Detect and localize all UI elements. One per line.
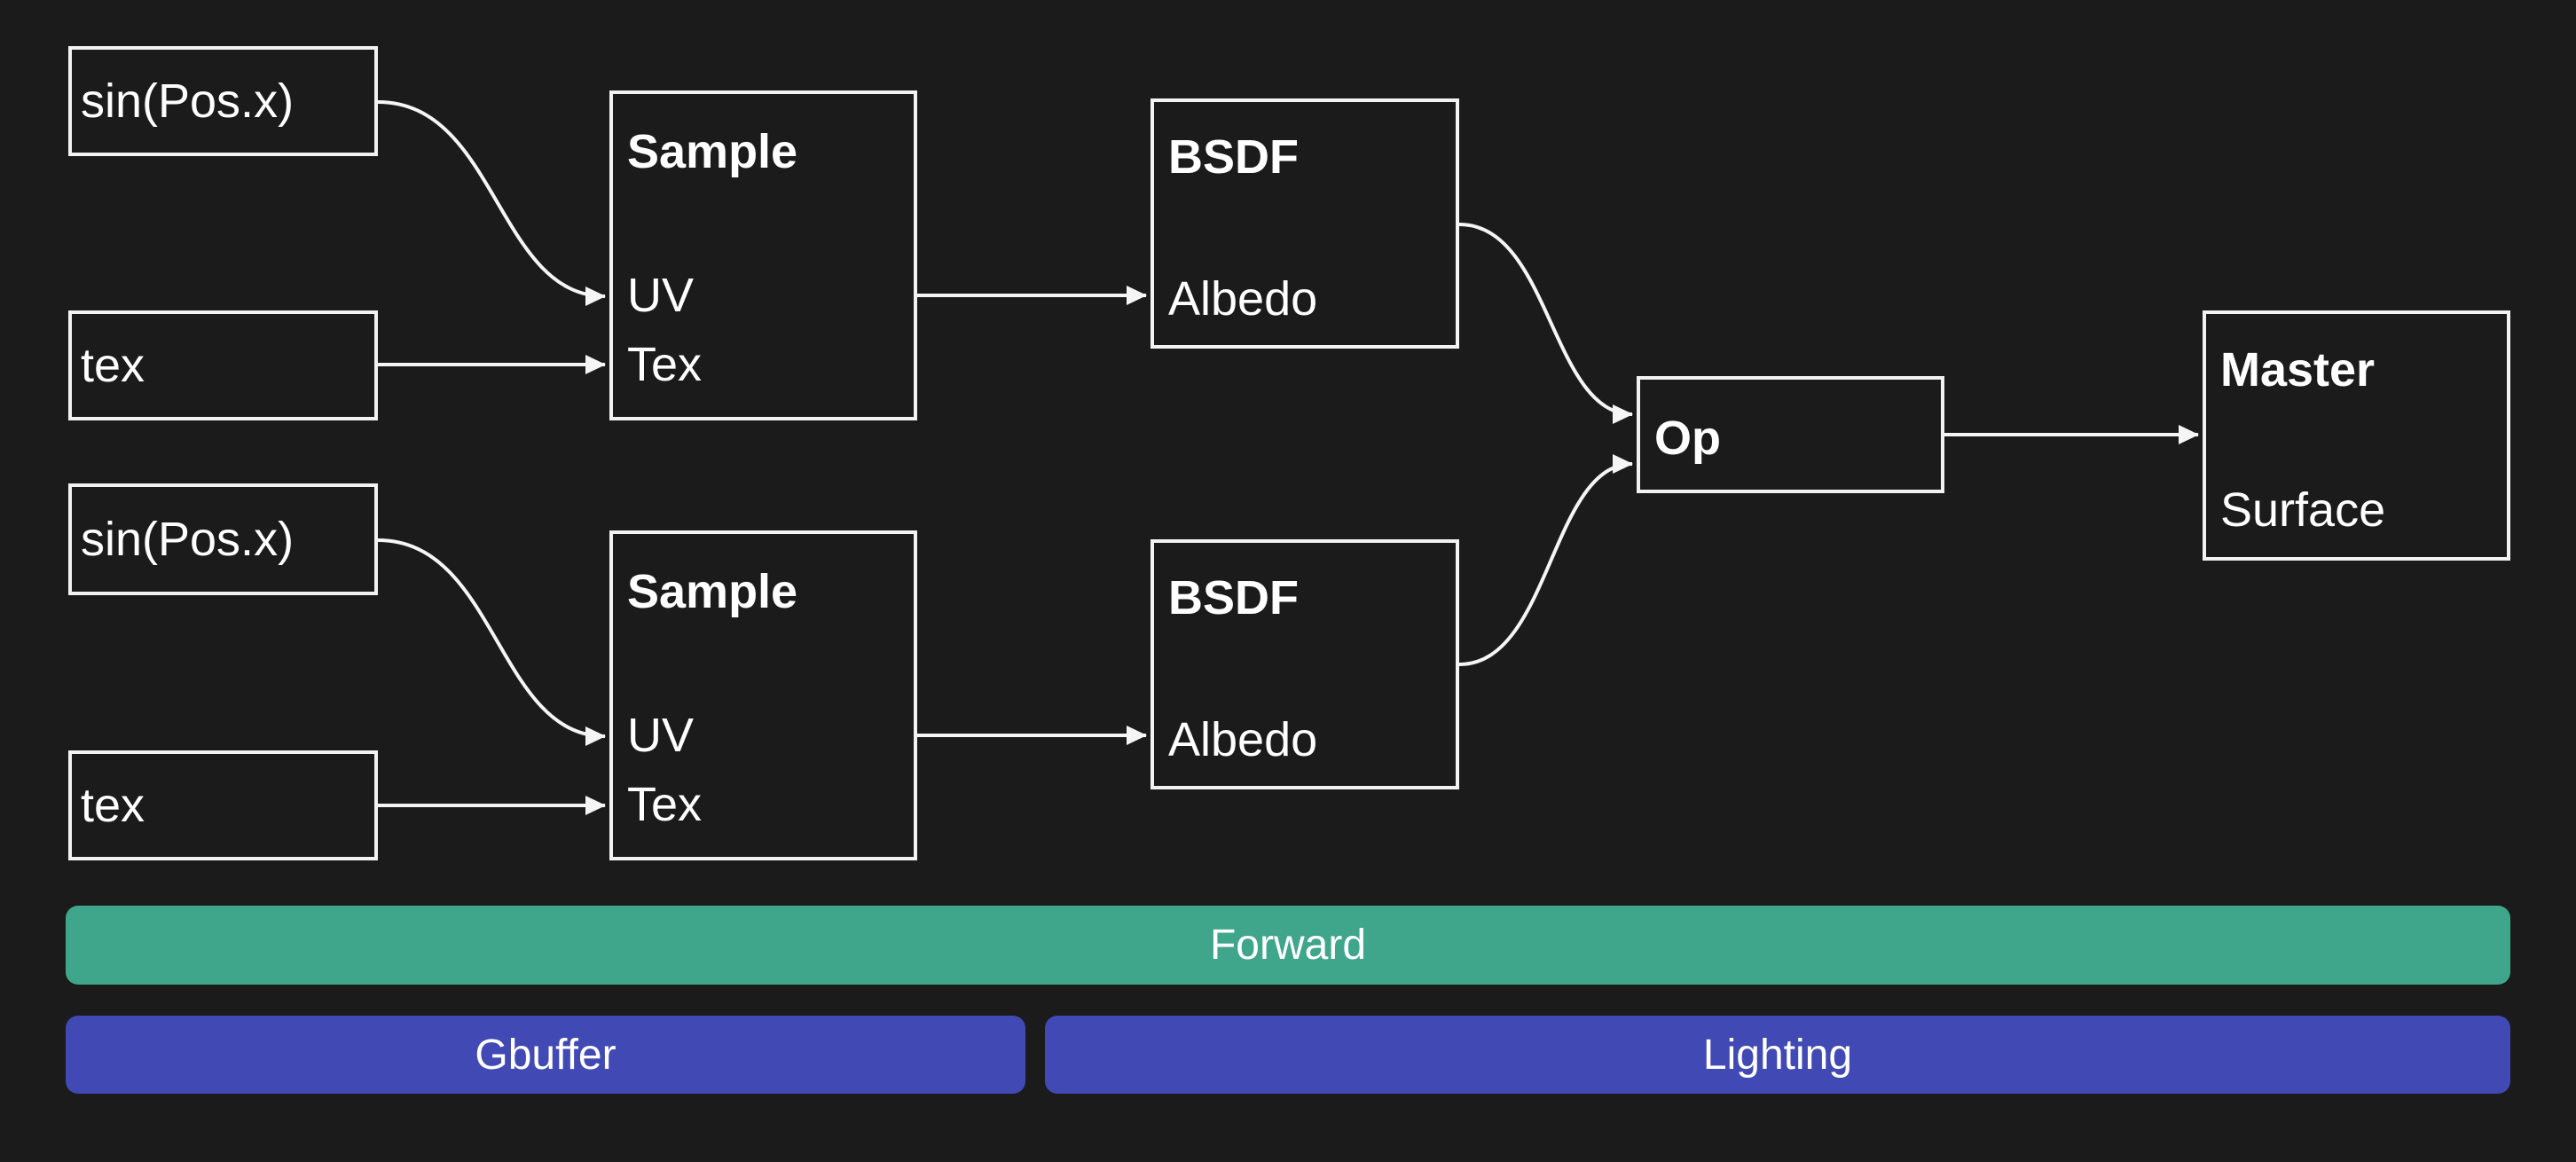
lane-label: Forward — [1209, 922, 1367, 969]
port-uv: UV — [627, 269, 695, 322]
edge-sin2-to-sample2-uv — [377, 538, 606, 746]
lane-label: Gbuffer — [475, 1031, 617, 1079]
port-uv: UV — [627, 709, 695, 762]
node-bsdf-1: BSDF Albedo — [1151, 98, 1459, 349]
node-title: Sample — [627, 565, 798, 618]
port-albedo: Albedo — [1168, 272, 1318, 326]
port-surface: Surface — [2220, 483, 2386, 537]
node-master: Master Surface — [2203, 310, 2510, 561]
node-sample-2: Sample UV Tex — [609, 530, 917, 860]
edge-bsdf2-to-op-input2 — [1458, 454, 1633, 666]
node-title: Op — [1654, 412, 1721, 465]
edge-sin1-to-sample1-uv — [377, 100, 606, 306]
node-label: sin(Pos.x) — [81, 75, 295, 128]
node-sin-pos-x-1: sin(Pos.x) — [68, 46, 378, 156]
node-label: tex — [81, 339, 145, 392]
lane-bar-lighting: Lighting — [1045, 1016, 2510, 1094]
node-tex-1: tex — [68, 310, 378, 420]
port-tex: Tex — [627, 338, 703, 391]
node-label: tex — [81, 779, 145, 832]
node-op: Op — [1637, 376, 1944, 493]
lane-bar-forward: Forward — [66, 906, 2510, 985]
node-sin-pos-x-2: sin(Pos.x) — [68, 483, 378, 595]
lane-bar-gbuffer: Gbuffer — [66, 1016, 1025, 1094]
lane-label: Lighting — [1702, 1031, 1853, 1079]
node-title: Sample — [627, 125, 798, 178]
node-bsdf-2: BSDF Albedo — [1151, 539, 1459, 789]
node-title: Master — [2220, 343, 2376, 396]
node-title: BSDF — [1168, 130, 1299, 184]
node-label: sin(Pos.x) — [81, 513, 295, 566]
node-title: BSDF — [1168, 571, 1299, 624]
node-tex-2: tex — [68, 750, 378, 860]
port-albedo: Albedo — [1168, 713, 1318, 766]
node-sample-1: Sample UV Tex — [609, 90, 917, 420]
edge-bsdf1-to-op-input1 — [1458, 223, 1633, 424]
port-tex: Tex — [627, 778, 703, 831]
